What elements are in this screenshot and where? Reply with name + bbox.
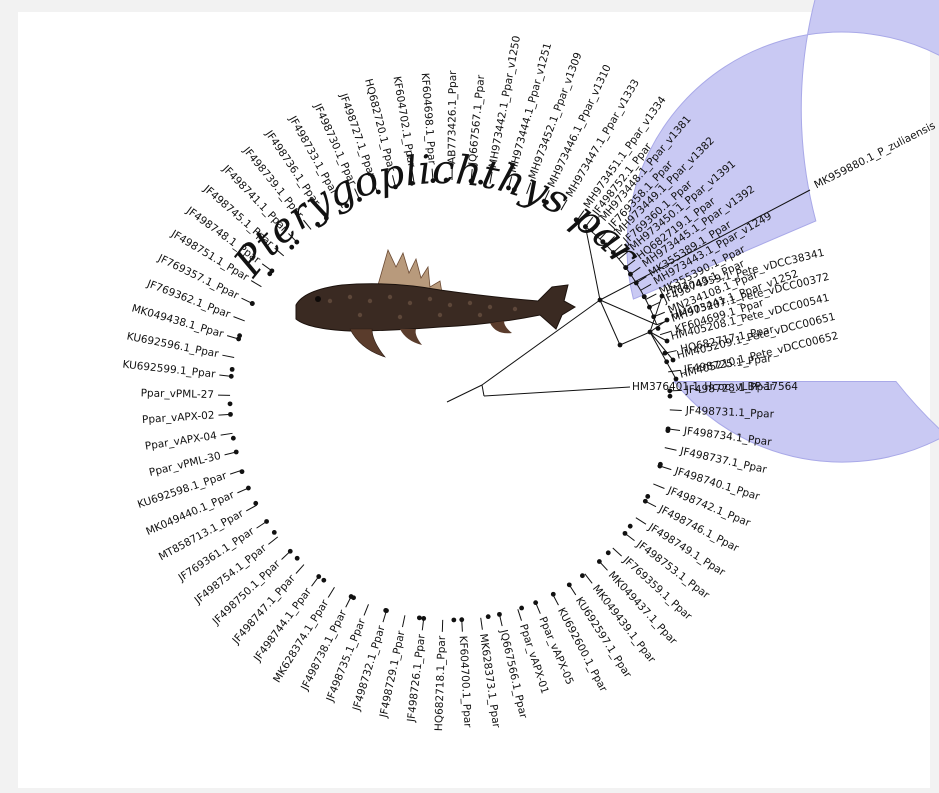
node-dot: [618, 343, 623, 348]
tip-label: Ppar_vAPX-02: [142, 409, 215, 426]
node-dot: [459, 617, 464, 622]
node-dot: [417, 615, 422, 620]
tip-branch: [636, 518, 646, 524]
node-dot: [665, 339, 670, 344]
node-dot: [658, 462, 663, 467]
clade-title-text: Pterygoplichthys pardalis: [0, 0, 649, 286]
tip-label-hcoc: HM376401.1_Hcoc_vLBP-17564: [632, 381, 798, 393]
anal-fin: [490, 321, 512, 333]
node-dot: [383, 608, 388, 613]
node-dot: [606, 550, 611, 555]
node-dot: [567, 582, 572, 587]
node-dot: [351, 595, 356, 600]
branch-pete: [650, 332, 673, 360]
fish-body: [296, 284, 575, 331]
fish-photo: [296, 250, 575, 357]
node-dot: [228, 412, 233, 417]
branch-hcoc: [484, 387, 630, 396]
node-dot: [231, 436, 236, 441]
tip-label: MK628373.1_Ppar: [477, 633, 502, 729]
node-dot: [321, 578, 326, 583]
node-dot: [642, 294, 647, 299]
tip-branch: [665, 448, 677, 451]
tip-branch: [221, 433, 233, 435]
tip-label: KF604700.1_Ppar: [457, 635, 474, 728]
node-dot: [671, 358, 676, 363]
node-dot: [665, 428, 670, 433]
node-dot: [597, 559, 602, 564]
node-dot: [628, 524, 633, 529]
tip-branch: [402, 615, 404, 627]
tip-branch: [585, 574, 592, 583]
node-dot: [264, 519, 269, 524]
node-dot: [623, 531, 628, 536]
node-dot: [240, 469, 245, 474]
tip-branch: [268, 537, 277, 544]
node-dot: [234, 450, 239, 455]
pectoral-fin: [350, 329, 385, 357]
node-dot: [288, 549, 293, 554]
tip-label: Ppar_vPML-27: [141, 387, 215, 401]
node-dot: [253, 501, 258, 506]
node-dot: [230, 367, 235, 372]
node-dot: [421, 616, 426, 621]
node-dot: [295, 556, 300, 561]
tip-branch: [481, 618, 483, 630]
clade-title: Pterygoplichthys pardalis: [0, 0, 649, 286]
tip-branch: [296, 565, 304, 574]
node-dot: [665, 318, 670, 323]
tip-branch: [222, 355, 234, 357]
node-dot: [250, 301, 255, 306]
node-dot: [580, 573, 585, 578]
tip-label-zuliaensis: MK959880.1_P_zuliaensis: [812, 120, 937, 192]
tip-branch: [234, 317, 245, 321]
node-dot: [486, 614, 491, 619]
node-dot: [519, 606, 524, 611]
node-dot: [623, 265, 628, 270]
tip-branch: [613, 548, 622, 556]
node-dot: [237, 333, 242, 338]
tip-label: KU692599.1_Ppar: [122, 359, 217, 381]
tip-branch: [364, 604, 368, 615]
tip-branch: [670, 410, 682, 411]
node-dot: [316, 574, 321, 579]
node-dot: [668, 394, 673, 399]
node-dot: [246, 486, 251, 491]
node-dot: [497, 612, 502, 617]
branch: [482, 385, 484, 396]
node-dot: [229, 374, 234, 379]
node-dot: [551, 592, 556, 597]
node-dot: [645, 494, 650, 499]
tip-branch: [328, 587, 334, 597]
tip-branch: [646, 294, 657, 299]
node-dot: [228, 401, 233, 406]
node-dot: [663, 351, 668, 356]
branch: [620, 332, 650, 345]
node-dot: [533, 600, 538, 605]
node-dot: [272, 530, 277, 535]
node-dot: [648, 330, 653, 335]
root-stem: [447, 385, 482, 402]
node-dot: [643, 499, 648, 504]
tip-branch: [246, 505, 257, 511]
pelvic-fin: [400, 329, 422, 345]
tip-label: Ppar_vAPX-04: [144, 430, 218, 453]
fish-eye: [315, 296, 321, 302]
tip-branch: [653, 484, 664, 489]
branch: [600, 300, 620, 345]
tip-label: HQ682718.1_Ppar: [433, 635, 448, 731]
branch-to-clade: [591, 257, 600, 300]
tip-label: JF498726.1_Ppar: [405, 633, 428, 724]
tip-branch: [518, 609, 522, 620]
node-dot: [451, 618, 456, 623]
